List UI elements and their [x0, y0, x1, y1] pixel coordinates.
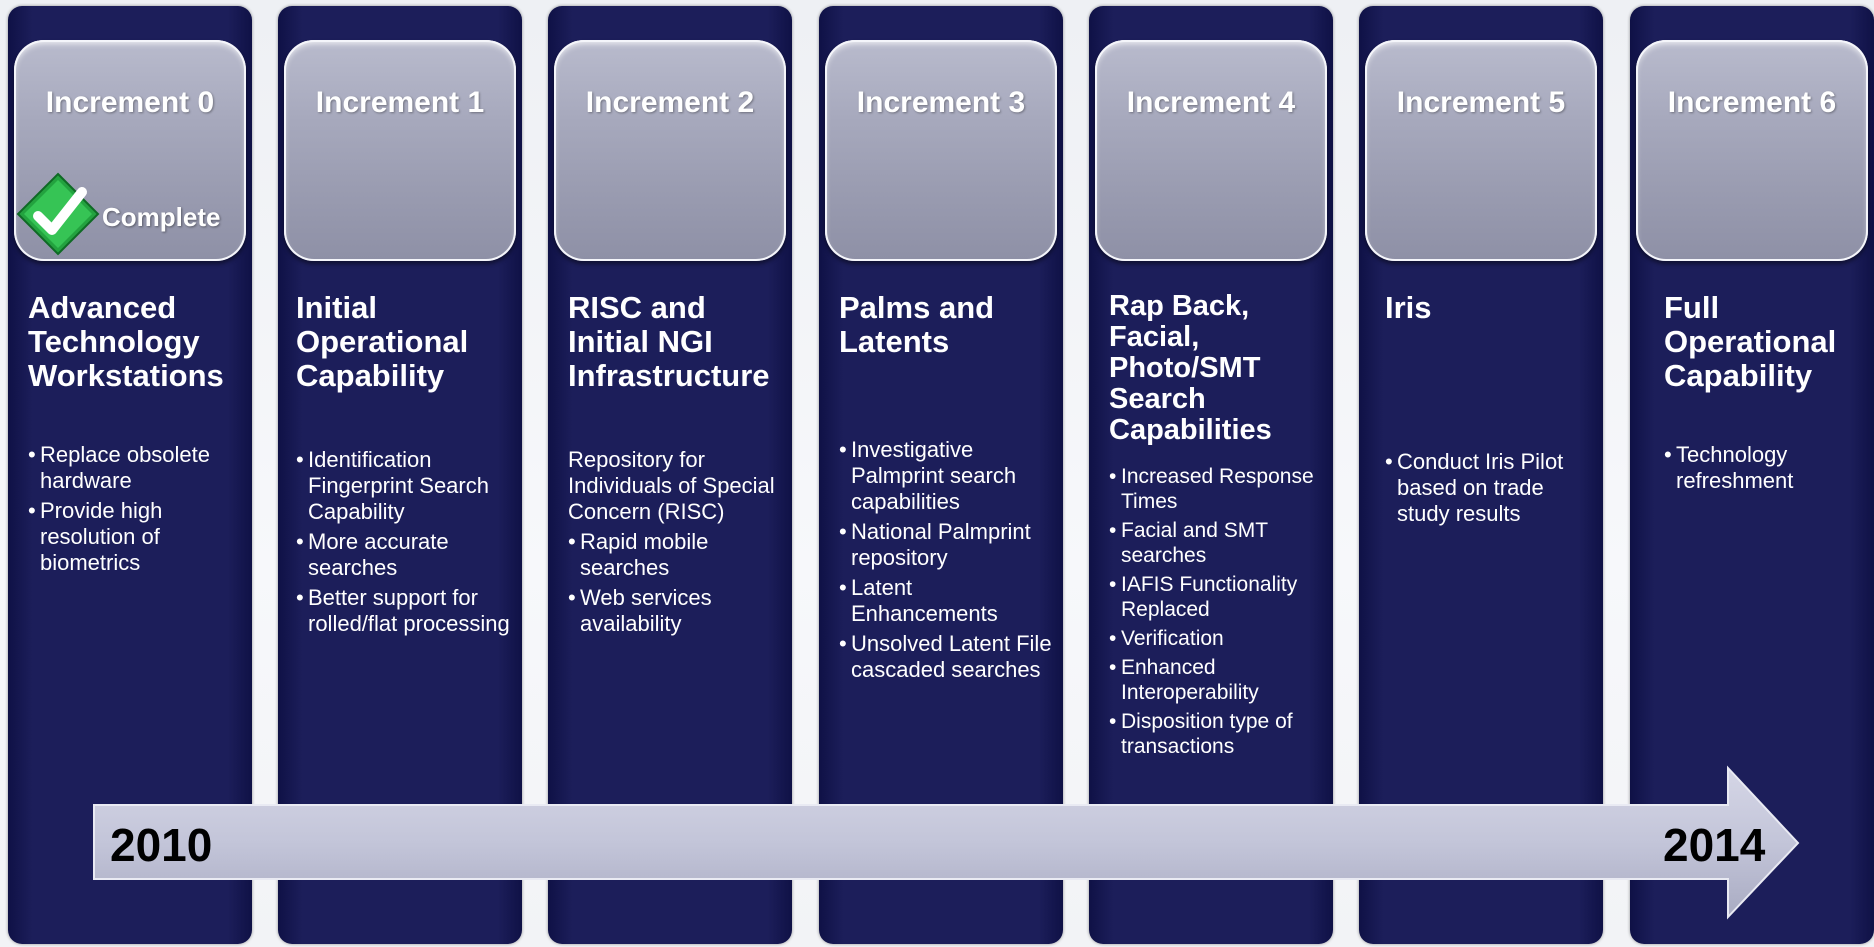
bullet-item: Web services availability: [568, 585, 782, 637]
increment-1-column: Increment 1 Initial Operational Capabili…: [278, 6, 522, 944]
bullet-item: More accurate searches: [296, 529, 512, 581]
increment-heading: Iris: [1385, 290, 1432, 325]
increment-5-column: Increment 5 Iris Conduct Iris Pilot base…: [1359, 6, 1603, 944]
bullet-item: Investigative Palmprint search capabilit…: [839, 437, 1053, 515]
increment-2-tile: Increment 2: [554, 40, 786, 261]
increment-5-tile: Increment 5: [1365, 40, 1597, 261]
increment-2-column: Increment 2 RISC and Initial NGI Infrast…: [548, 6, 792, 944]
bullet-item: National Palmprint repository: [839, 519, 1053, 571]
increment-label: Increment 6: [1667, 86, 1837, 119]
bullet-item: Increased Response Times: [1109, 464, 1323, 514]
increment-bullets: Technology refreshment: [1664, 442, 1864, 498]
increment-4-tile: Increment 4: [1095, 40, 1327, 261]
increment-heading: Palms and Latents: [839, 290, 995, 359]
checkmark-icon: [16, 172, 100, 256]
increment-label: Increment 0: [45, 86, 215, 119]
bullet-item: Verification: [1109, 626, 1323, 651]
increment-heading: Advanced Technology Workstations: [28, 290, 224, 393]
increment-0-column: Increment 0 Complete Advanced Technology…: [8, 6, 252, 944]
bullet-item: Replace obsolete hardware: [28, 442, 242, 494]
increment-6-tile: Increment 6: [1636, 40, 1868, 261]
bullet-item: Provide high resolution of biometrics: [28, 498, 242, 576]
increment-0-tile: Increment 0 Complete: [14, 40, 246, 261]
bullet-item: Conduct Iris Pilot based on trade study …: [1385, 449, 1593, 527]
bullet-item: Latent Enhancements: [839, 575, 1053, 627]
increment-6-column: Increment 6 Full Operational Capability …: [1630, 6, 1874, 944]
bullet-item: IAFIS Functionality Replaced: [1109, 572, 1323, 622]
increment-4-column: Increment 4 Rap Back, Facial, Photo/SMT …: [1089, 6, 1333, 944]
start-year: 2010: [110, 819, 213, 871]
increment-bullets: Identification Fingerprint Search Capabi…: [296, 447, 512, 641]
increment-bullets: Investigative Palmprint search capabilit…: [839, 437, 1053, 687]
increment-bullets: Increased Response Times Facial and SMT …: [1109, 464, 1323, 763]
complete-badge: Complete: [16, 172, 246, 256]
increment-3-tile: Increment 3: [825, 40, 1057, 261]
bullet-item: Identification Fingerprint Search Capabi…: [296, 447, 512, 525]
bullet-item: Disposition type of transactions: [1109, 709, 1323, 759]
bullet-item: Repository for Individuals of Special Co…: [568, 447, 775, 524]
increment-heading: Initial Operational Capability: [296, 290, 469, 393]
increment-heading: RISC and Initial NGI Infrastructure: [568, 290, 770, 393]
increment-bullets: Repository for Individuals of Special Co…: [568, 447, 782, 641]
increment-heading: Rap Back, Facial, Photo/SMT Search Capab…: [1109, 290, 1272, 446]
increment-1-tile: Increment 1: [284, 40, 516, 261]
increment-bullets: Replace obsolete hardware Provide high r…: [28, 442, 242, 580]
end-year: 2014: [1663, 819, 1766, 871]
bullet-item: Rapid mobile searches: [568, 529, 782, 581]
increment-label: Increment 5: [1396, 86, 1566, 119]
increment-label: Increment 3: [856, 86, 1026, 119]
increment-bullets: Conduct Iris Pilot based on trade study …: [1385, 449, 1593, 531]
bullet-item: Unsolved Latent File cascaded searches: [839, 631, 1053, 683]
increment-label: Increment 4: [1126, 86, 1296, 119]
increment-3-column: Increment 3 Palms and Latents Investigat…: [819, 6, 1063, 944]
bullet-item: Technology refreshment: [1664, 442, 1864, 494]
increment-heading: Full Operational Capability: [1664, 290, 1837, 393]
bullet-item: Better support for rolled/flat processin…: [296, 585, 512, 637]
bullet-item: Enhanced Interoperability: [1109, 655, 1323, 705]
status-label: Complete: [102, 202, 221, 232]
bullet-item: Facial and SMT searches: [1109, 518, 1323, 568]
increment-label: Increment 1: [315, 86, 485, 119]
increment-label: Increment 2: [585, 86, 755, 119]
